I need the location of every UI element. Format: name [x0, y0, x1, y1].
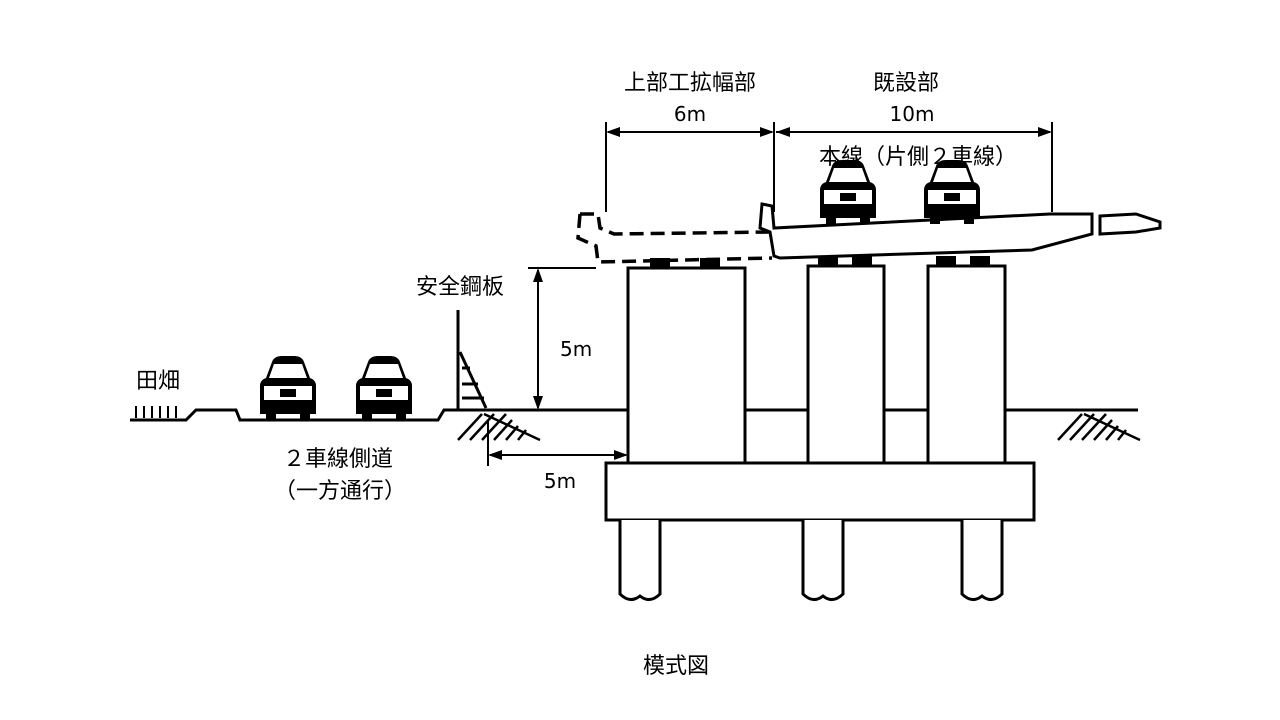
bearings — [650, 256, 990, 268]
existing-width-label: 10m — [890, 102, 935, 126]
car-icon-side-2 — [356, 356, 412, 420]
widening-deck — [576, 212, 773, 264]
offset-label: 5m — [544, 469, 576, 493]
main-line-label: 本線（片側２車線） — [819, 145, 1017, 170]
dimension-lines — [487, 122, 1053, 466]
car-icon-side-1 — [260, 356, 316, 420]
piles — [618, 520, 1004, 601]
soil-hatch-left — [457, 412, 541, 442]
ground-line — [130, 408, 1138, 422]
caption: 模式図 — [643, 654, 709, 679]
one-way-label: （一方通行） — [274, 479, 406, 504]
existing-section-label: 既設部 — [873, 71, 939, 96]
widening-section-label: 上部工拡幅部 — [624, 71, 756, 96]
safety-steel-plate — [450, 310, 490, 412]
footing — [604, 461, 1036, 522]
soil-hatch-right — [1057, 412, 1141, 442]
height-label: 5m — [560, 337, 592, 361]
field-grass-icon — [135, 406, 177, 418]
side-road-label: ２車線側道 — [283, 447, 393, 472]
field-label: 田畑 — [136, 369, 180, 394]
widening-width-label: 6m — [674, 102, 706, 126]
safety-plate-label: 安全鋼板 — [416, 275, 504, 300]
existing-deck — [758, 202, 1162, 260]
piers — [626, 264, 1007, 465]
